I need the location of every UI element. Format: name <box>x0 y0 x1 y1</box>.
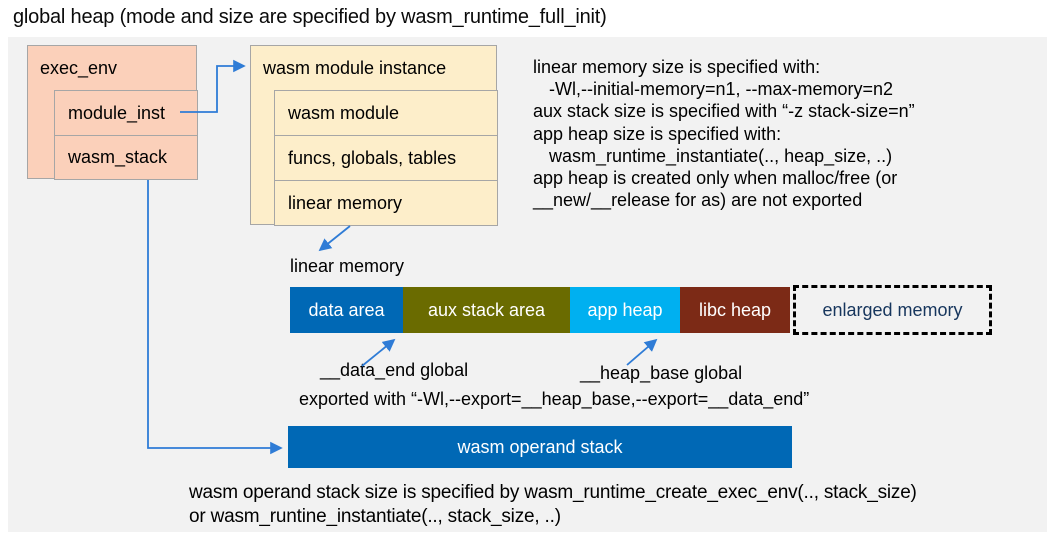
exec-env-header: exec_env <box>40 58 118 78</box>
instance-row-wasm-module: wasm module <box>274 90 498 136</box>
note-line: linear memory size is specified with: <box>533 57 821 77</box>
wasm-module-instance-box: wasm module instance wasm module funcs, … <box>250 45 498 226</box>
note-line: __new/__release for as) are not exported <box>533 190 863 211</box>
note-line: wasm operand stack size is specified by … <box>189 482 917 503</box>
data-end-global-label: __data_end global <box>320 360 469 380</box>
note-line: or wasm_runtine_instantiate(.., stack_si… <box>189 505 561 527</box>
export-note: exported with “-Wl,--export=__heap_base,… <box>299 389 810 409</box>
note-line: app heap is created only when malloc/fre… <box>533 168 898 189</box>
exec-env-row-module-inst: module_inst <box>54 90 198 136</box>
instance-row-funcs-globals-tables: funcs, globals, tables <box>274 135 498 181</box>
heap-base-global-label: __heap_base global <box>580 363 743 383</box>
operand-stack-notes: wasm operand stack size is specified by … <box>189 481 917 528</box>
exec-env-box: exec_env module_inst wasm_stack <box>27 45 198 180</box>
page-title: global heap (mode and size are specified… <box>13 6 607 28</box>
note-line: app heap size is specified with: <box>533 123 782 144</box>
note-line: wasm_runtime_instantiate(.., heap_size, … <box>549 145 893 166</box>
wasm-operand-stack-bar: wasm operand stack <box>288 426 792 468</box>
instance-row-linear-memory: linear memory <box>274 180 498 226</box>
wasm-module-instance-header: wasm module instance <box>263 58 447 78</box>
linear-memory-label: linear memory <box>290 256 405 276</box>
sizing-notes: linear memory size is specified with: -W… <box>533 56 915 211</box>
segment-data-area: data area <box>290 287 403 333</box>
segment-libc-heap: libc heap <box>680 287 790 333</box>
note-line: aux stack size is specified with “-z sta… <box>533 101 915 122</box>
exec-env-row-wasm-stack: wasm_stack <box>54 135 198 180</box>
note-line: -Wl,--initial-memory=n1, --max-memory=n2 <box>549 79 894 100</box>
segment-aux-stack-area: aux stack area <box>403 287 570 333</box>
segment-enlarged-memory: enlarged memory <box>793 285 992 335</box>
segment-app-heap: app heap <box>570 287 680 333</box>
